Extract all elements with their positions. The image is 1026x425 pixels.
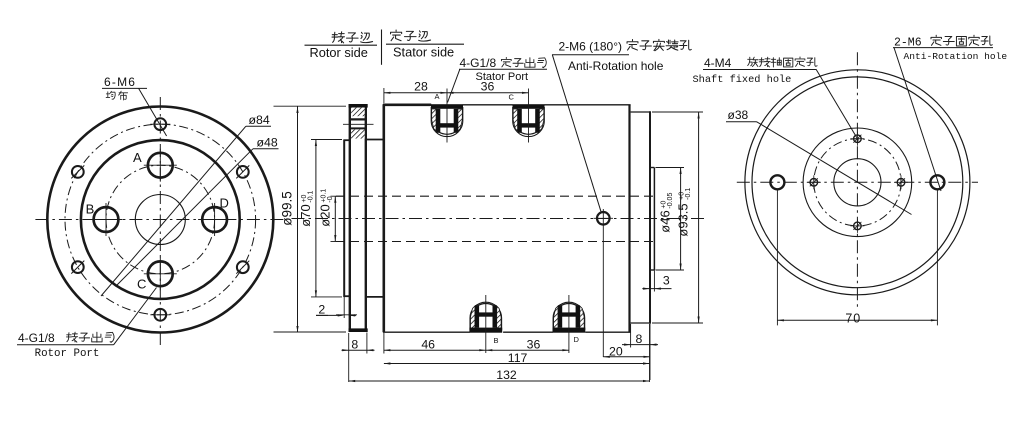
svg-text:C: C: [137, 277, 146, 292]
svg-text:ø48: ø48: [257, 135, 278, 149]
svg-text:8: 8: [635, 332, 642, 346]
svg-text:A: A: [133, 150, 142, 165]
svg-text:C: C: [509, 93, 515, 102]
svg-text:70: 70: [845, 312, 861, 326]
svg-text:36: 36: [527, 337, 541, 351]
svg-text:+0: +0: [661, 201, 668, 209]
svg-text:2: 2: [318, 303, 325, 317]
svg-text:-0.05: -0.05: [667, 193, 674, 209]
svg-text:A: A: [435, 92, 440, 101]
svg-text:ø93.5: ø93.5: [676, 203, 691, 236]
svg-text:Shaft fixed hole: Shaft fixed hole: [693, 74, 792, 86]
svg-text:+0.1: +0.1: [321, 189, 328, 203]
svg-text:ø20: ø20: [318, 204, 333, 226]
svg-text:ø46: ø46: [658, 210, 673, 232]
svg-text:3: 3: [663, 273, 670, 287]
svg-text:36: 36: [481, 79, 495, 93]
svg-text:Rotor Port: Rotor Port: [35, 348, 100, 360]
svg-text:Anti-Rotation hole: Anti-Rotation hole: [904, 51, 1008, 62]
svg-text:B: B: [86, 202, 95, 217]
svg-text:D: D: [220, 196, 229, 211]
svg-text:ø99.5: ø99.5: [280, 191, 295, 226]
svg-text:4-G1/8: 4-G1/8: [18, 331, 55, 345]
svg-text:Stator side: Stator side: [393, 45, 454, 60]
svg-text:28: 28: [414, 79, 428, 93]
svg-text:ø84: ø84: [249, 113, 270, 127]
svg-text:4-G1/8: 4-G1/8: [460, 56, 497, 70]
svg-text:+0: +0: [679, 192, 686, 200]
svg-text:46: 46: [421, 337, 435, 351]
svg-text:8: 8: [351, 337, 358, 351]
svg-text:ø38: ø38: [728, 108, 749, 122]
svg-text:2-M6 (180°): 2-M6 (180°): [559, 40, 623, 54]
svg-text:-0.1: -0.1: [308, 190, 315, 202]
svg-text:-0: -0: [327, 196, 334, 202]
svg-text:Rotor side: Rotor side: [310, 45, 368, 60]
svg-text:117: 117: [508, 351, 528, 365]
svg-text:Stator Port: Stator Port: [476, 71, 529, 83]
svg-text:-0.1: -0.1: [685, 188, 692, 200]
svg-text:ø70: ø70: [298, 204, 313, 226]
svg-text:B: B: [494, 336, 499, 345]
svg-text:2-M6: 2-M6: [894, 37, 922, 50]
svg-text:Anti-Rotation hole: Anti-Rotation hole: [568, 59, 664, 73]
svg-text:D: D: [574, 335, 580, 344]
svg-text:6-M6: 6-M6: [104, 75, 136, 89]
svg-text:+0: +0: [301, 195, 308, 203]
svg-text:132: 132: [496, 368, 517, 382]
svg-text:4-M4: 4-M4: [704, 56, 732, 70]
svg-text:20: 20: [609, 344, 623, 358]
